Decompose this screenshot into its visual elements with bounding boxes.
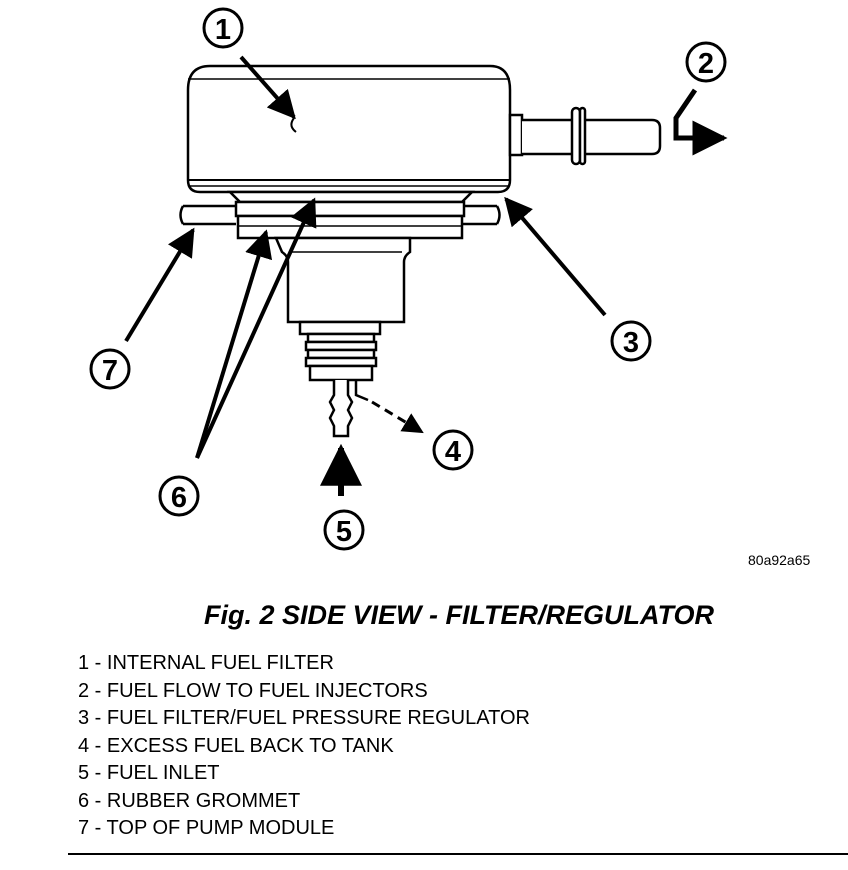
legend-item: 7 - TOP OF PUMP MODULE — [78, 817, 335, 839]
legend-item: 6 - RUBBER GROMMET — [78, 789, 301, 812]
svg-text:5: 5 — [336, 516, 352, 548]
svg-text:3: 3 — [623, 327, 639, 359]
callout-1: 1 — [202, 7, 244, 49]
lower-stem — [274, 236, 412, 324]
leader-6b — [195, 197, 317, 459]
legend-item: 5 - FUEL INLET — [78, 762, 220, 784]
pump-module-top — [179, 204, 501, 226]
bottom-rule — [68, 853, 848, 855]
leader-7 — [124, 227, 195, 343]
leader-1 — [239, 55, 296, 120]
filter-regulator-housing — [186, 64, 512, 194]
legend-item: 1 - INTERNAL FUEL FILTER — [78, 652, 334, 674]
svg-text:2: 2 — [698, 48, 714, 80]
svg-text:4: 4 — [445, 436, 461, 468]
callout-6: 6 — [158, 475, 200, 517]
outlet-tube — [508, 106, 662, 166]
filter-regulator-diagram: 1 2 3 4 5 6 7 — [89, 7, 728, 551]
legend-item: 3 - FUEL FILTER/FUEL PRESSURE REGULATOR — [78, 707, 530, 729]
callout-3: 3 — [610, 320, 652, 362]
callout-4: 4 — [432, 429, 474, 471]
drawing-code: 80a92a65 — [748, 552, 811, 568]
callout-2: 2 — [685, 41, 727, 83]
svg-text:1: 1 — [215, 14, 231, 46]
svg-text:7: 7 — [102, 355, 118, 387]
leader-3 — [504, 196, 607, 317]
legend-list: 1 - INTERNAL FUEL FILTER 2 - FUEL FLOW T… — [78, 650, 530, 843]
ribbed-inlet — [298, 320, 382, 382]
callout-5: 5 — [323, 509, 365, 551]
rubber-grommet — [226, 190, 476, 240]
legend-item: 2 - FUEL FLOW TO FUEL INJECTORS — [78, 679, 428, 702]
legend-item: 4 - EXCESS FUEL BACK TO TANK — [78, 734, 394, 757]
inlet-nipple — [328, 380, 369, 438]
leader-6a — [195, 229, 273, 459]
svg-text:6: 6 — [171, 482, 187, 514]
flow-arrow-return — [371, 400, 424, 434]
callout-7: 7 — [89, 348, 131, 390]
flow-arrow-outlet — [673, 88, 728, 156]
figure-caption: Fig. 2 SIDE VIEW - FILTER/REGULATOR — [203, 600, 714, 630]
